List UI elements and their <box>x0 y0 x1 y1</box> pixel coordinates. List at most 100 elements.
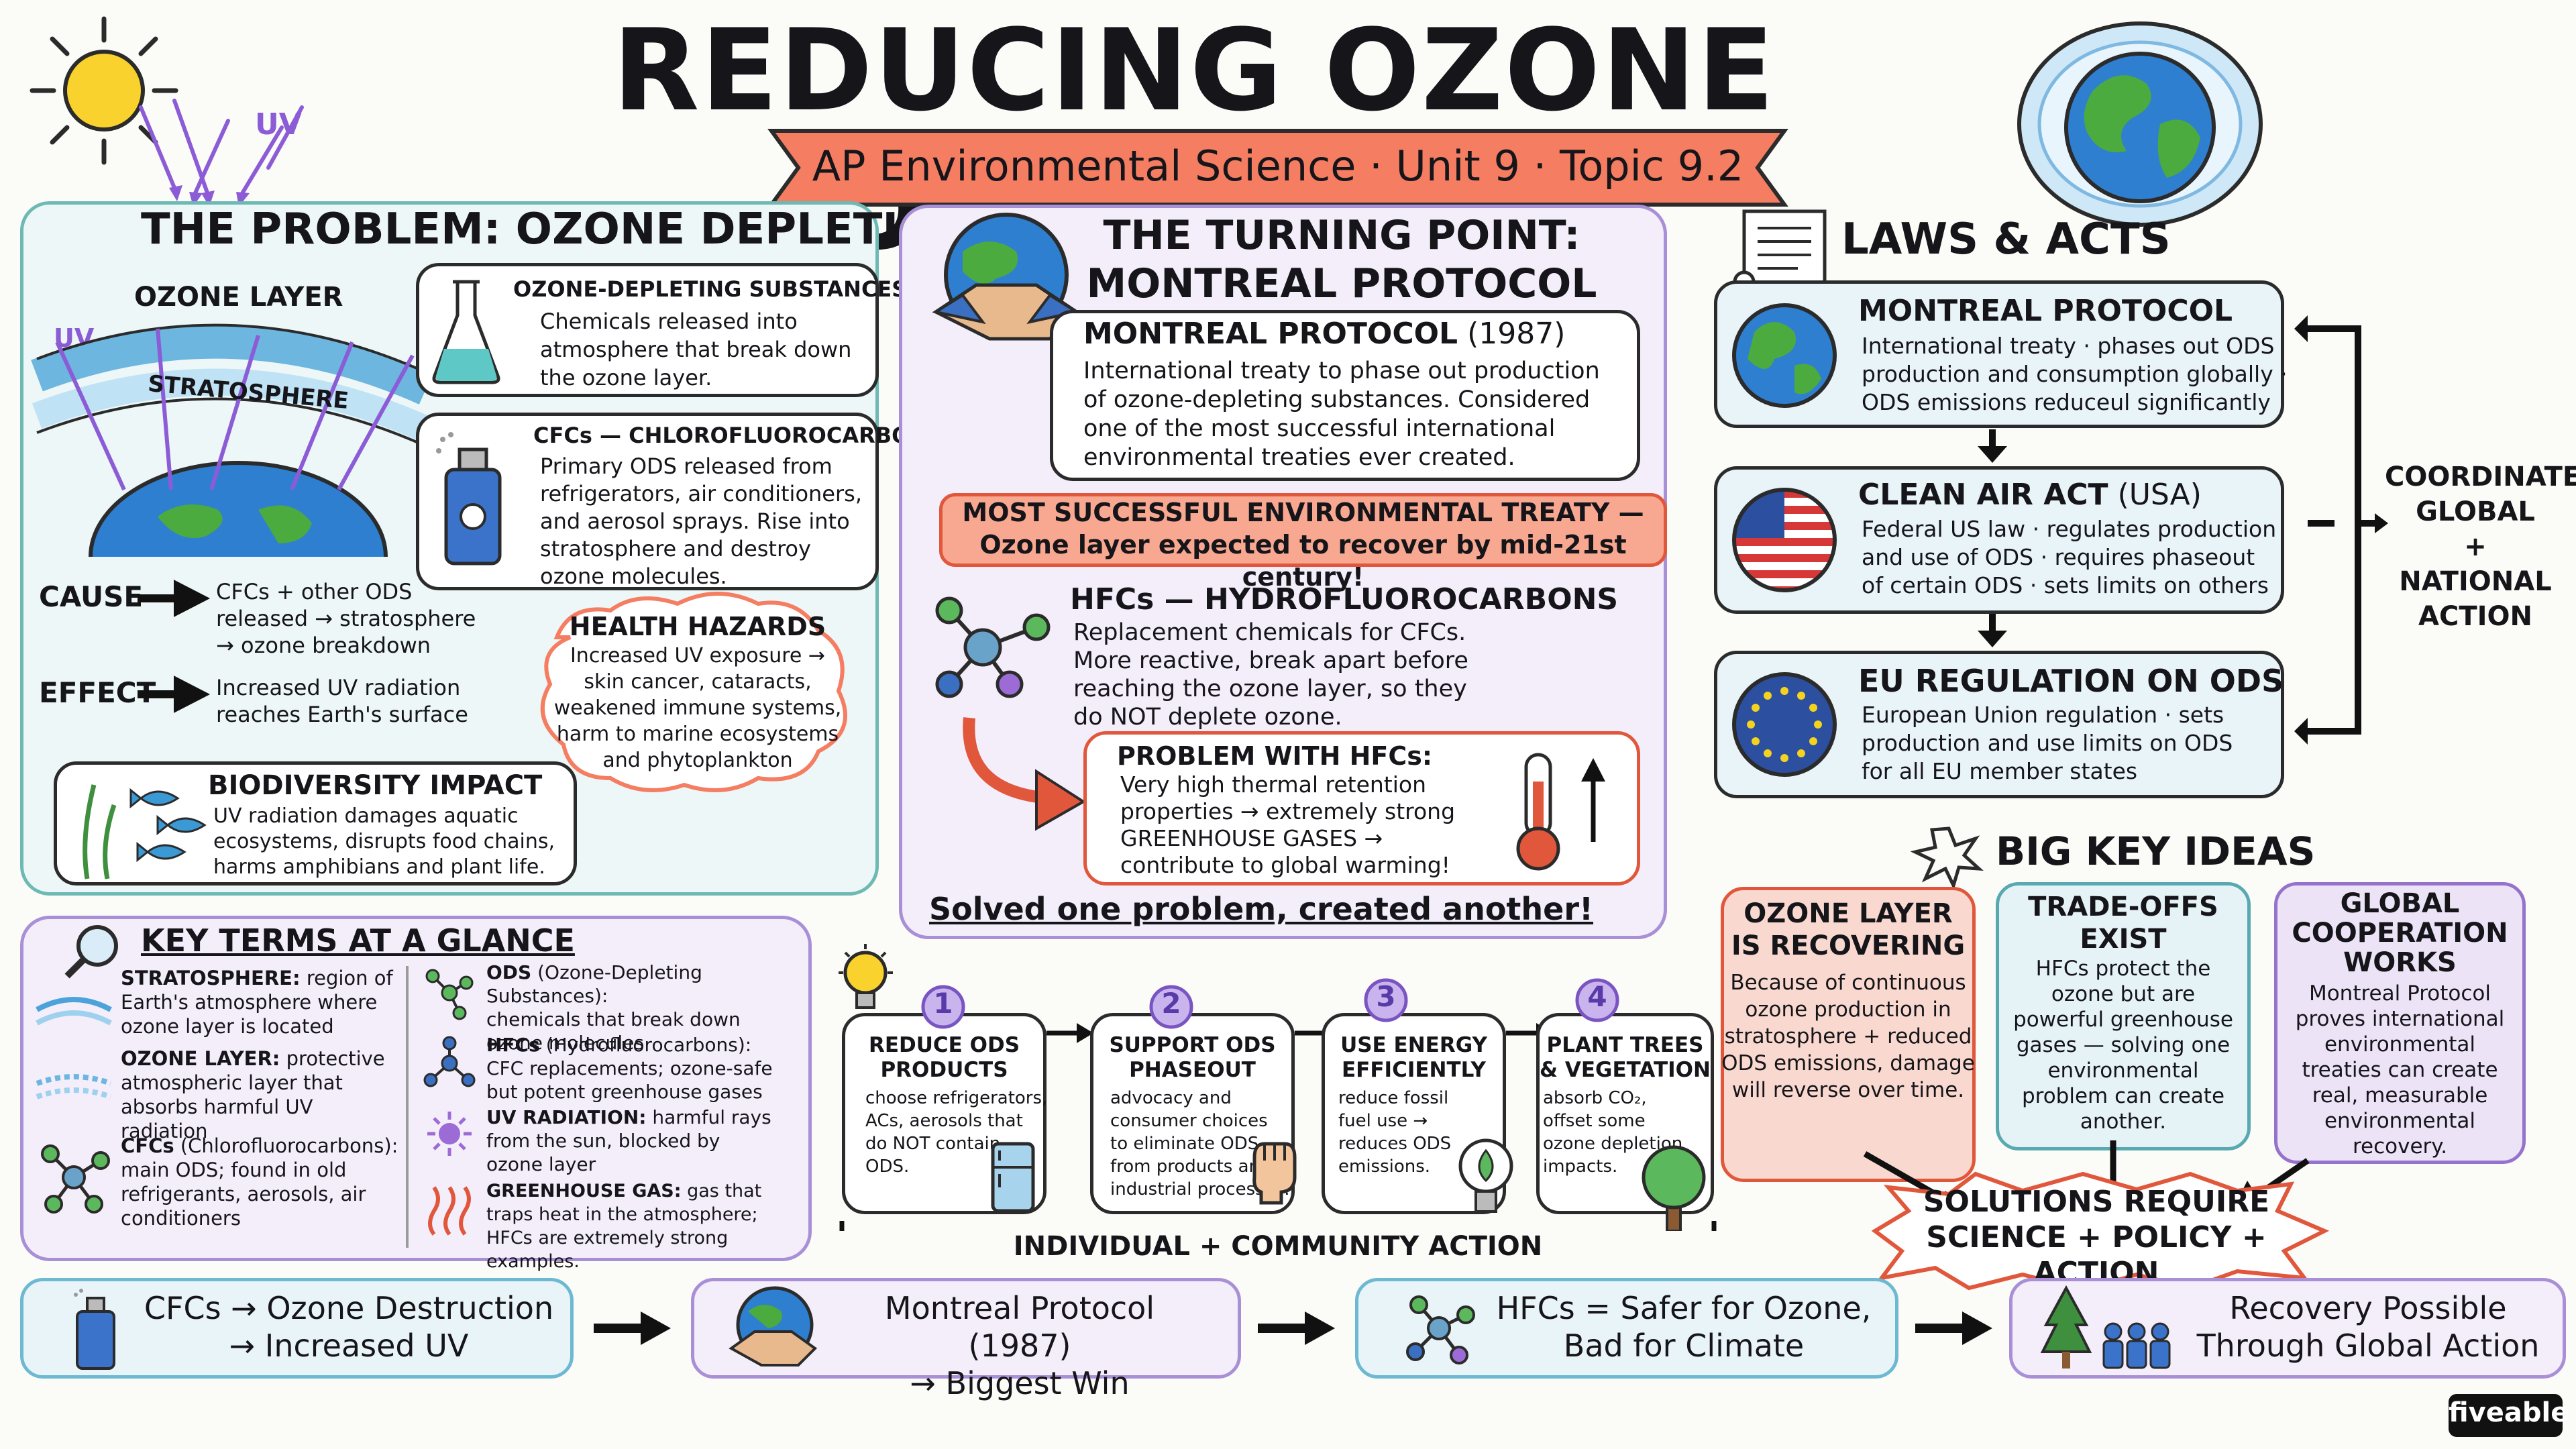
thermometer-rising-icon <box>1516 753 1605 871</box>
step-number-badge <box>1364 978 1408 1022</box>
burst-icon <box>1910 826 1984 890</box>
flow-arrow <box>1915 1311 1992 1345</box>
term-definition: (Hydrofluorocarbons): CFC replacements; … <box>486 1034 773 1103</box>
step-number: 3 <box>1376 980 1396 1013</box>
problem-title: THE PROBLEM: OZONE DEPLETION <box>141 205 971 254</box>
hfc-title: HFCs — HYDROFLUOROCARBONS <box>1070 582 1619 616</box>
big-ideas-title: BIG KEY IDEAS <box>1996 828 2316 874</box>
bracket-arrows <box>2294 315 2388 745</box>
header-uv-label: UV <box>255 107 302 142</box>
biodiversity-title: BIODIVERSITY IMPACT <box>208 770 543 801</box>
montreal-protocol-card <box>1050 310 1640 481</box>
law-clean-air-text: Federal US law · regulates production an… <box>1862 516 2277 598</box>
flow-arrow <box>1258 1311 1335 1345</box>
ozone-layer-icon <box>36 1074 112 1099</box>
cause-text: CFCs + other ODS released → stratosphere… <box>216 579 476 658</box>
term-definition: harmful rays from the sun, blocked by oz… <box>486 1106 771 1175</box>
stratosphere-icon <box>36 997 112 1026</box>
flow-text: CFCs → Ozone Destruction → Increased UV <box>144 1290 554 1364</box>
problem-with-hfcs-text: Very high thermal retention properties →… <box>1120 771 1456 878</box>
step-title: PLANT TREES & VEGETATION <box>1540 1033 1711 1082</box>
law-title: EU REGULATION ON ODS <box>1858 663 2284 699</box>
idea-card-title: OZONE LAYER IS RECOVERING <box>1731 898 1966 961</box>
law-montreal-heading: MONTREAL PROTOCOL <box>1858 294 2233 328</box>
brand-logo <box>2449 1394 2563 1437</box>
earth-icon <box>1732 303 1837 408</box>
effect-text: Increased UV radiation reaches Earth's s… <box>216 675 468 727</box>
term-cfcs: CFCs (Chlorofluorocarbons): main ODS; fo… <box>121 1134 402 1230</box>
ods-card-text: Chemicals released into atmosphere that … <box>540 309 852 390</box>
law-title: MONTREAL PROTOCOL <box>1858 294 2233 328</box>
step-number: 2 <box>1161 987 1181 1020</box>
idea-card-title: GLOBAL COOPERATION WORKS <box>2292 888 2508 978</box>
eu-flag-icon <box>1732 672 1837 777</box>
term-definition: protective atmospheric layer that absorb… <box>121 1047 385 1142</box>
coordinated-action-label: COORDINATED GLOBAL + NATIONAL ACTION <box>2385 462 2576 632</box>
step-text: reduce fossil fuel use → reduces ODS emi… <box>1338 1088 1452 1177</box>
refrigerator-icon <box>991 1142 1035 1213</box>
biodiversity-text: UV radiation damages aquatic ecosystems,… <box>213 804 555 879</box>
ozone-layer-label: OZONE LAYER <box>134 282 343 313</box>
molecule-icon <box>1406 1295 1475 1364</box>
term-uv-radiation: UV RADIATION: harmful rays from the sun,… <box>486 1106 802 1176</box>
flow-card-recovery <box>2009 1278 2566 1379</box>
idea-card-text: Because of continuous ozone production i… <box>1721 971 1975 1102</box>
cause-arrow-icon <box>138 580 211 617</box>
term-label: CFCs <box>121 1134 174 1157</box>
effect-arrow-icon <box>138 676 211 713</box>
mp-year: (1987) <box>1467 317 1566 351</box>
solutions-burst <box>1871 1171 2330 1293</box>
mp-title: MONTREAL PROTOCOL <box>1083 317 1458 351</box>
magnifier-icon <box>64 925 118 979</box>
idea-card-trade-offs <box>1996 882 2251 1150</box>
subtitle-ribbon <box>767 129 1788 207</box>
lightbulb-icon <box>839 944 893 1009</box>
down-arrow <box>1978 614 2007 647</box>
term-label: UV RADIATION: <box>486 1106 647 1128</box>
step-text: choose refrigerators, ACs, aerosols that… <box>865 1088 1048 1177</box>
montreal-protocol-heading: MONTREAL PROTOCOL (1987) <box>1083 317 1565 351</box>
cfc-molecule-icon <box>41 1144 110 1214</box>
solutions-text: SOLUTIONS REQUIRE SCIENCE + POLICY + ACT… <box>1923 1185 2270 1290</box>
cfcs-card-text: Primary ODS released from refrigerators,… <box>540 453 862 589</box>
handshake-earth-icon <box>932 213 1081 341</box>
brand-logo-text: fiveable <box>2449 1397 2569 1428</box>
raised-fist-icon <box>1252 1142 1297 1205</box>
step-number: 1 <box>933 987 953 1020</box>
idea-card-ozone-recovering <box>1721 887 1976 1182</box>
step-number-badge <box>921 985 965 1029</box>
earth-ozone-icon <box>2017 21 2263 227</box>
term-stratosphere: STRATOSPHERE: region of Earth's atmosphe… <box>121 966 402 1038</box>
term-definition: gas that traps heat in the atmosphere; H… <box>486 1181 762 1272</box>
cfcs-card-title: CFCs — CHLOROFLUOROCARBONS <box>533 423 944 448</box>
tree-people-icon <box>2040 1285 2171 1369</box>
hfc-text: Replacement chemicals for CFCs. More rea… <box>1073 619 1468 731</box>
molecule-icon <box>935 596 1051 698</box>
sun-icon <box>30 16 178 165</box>
law-title: CLEAN AIR ACT <box>1858 478 2108 512</box>
uv-rays-arrows <box>139 99 304 207</box>
biodiversity-card <box>54 761 577 885</box>
most-successful-banner <box>939 493 1667 567</box>
step-title: REDUCE ODS PRODUCTS <box>868 1033 1020 1082</box>
curved-red-arrow <box>963 717 1086 831</box>
term-label: ODS <box>486 961 532 983</box>
uv-radiation-icon <box>427 1112 472 1156</box>
step-title: USE ENERGY EFFICIENTLY <box>1340 1033 1487 1082</box>
solved-created-text: Solved one problem, created another! <box>929 891 1594 927</box>
law-suffix: (USA) <box>2117 478 2202 512</box>
term-hfcs: HFCs (Hydrofluorocarbons): CFC replaceme… <box>486 1033 802 1104</box>
ods-molecule-icon <box>425 969 474 1020</box>
idea-card-text: HFCs protect the ozone but are powerful … <box>2013 957 2233 1134</box>
flow-text: HFCs = Safer for Ozone, Bad for Climate <box>1496 1290 1872 1364</box>
effect-label: EFFECT <box>39 676 156 709</box>
cause-label: CAUSE <box>39 580 144 613</box>
key-terms-title: KEY TERMS AT A GLANCE <box>141 922 575 959</box>
montreal-protocol-text: International treaty to phase out produc… <box>1083 358 1600 471</box>
health-hazards-title: HEALTH HAZARDS <box>569 612 826 641</box>
term-ods: ODS (Ozone-Depleting Substances): chemic… <box>486 961 802 1055</box>
turning-point-title: THE TURNING POINT: MONTREAL PROTOCOL <box>1086 212 1597 307</box>
laws-title: LAWS & ACTS <box>1841 215 2171 264</box>
aerosol-can-icon <box>74 1289 115 1370</box>
problem-with-hfcs-title: PROBLEM WITH HFCs: <box>1117 741 1433 771</box>
